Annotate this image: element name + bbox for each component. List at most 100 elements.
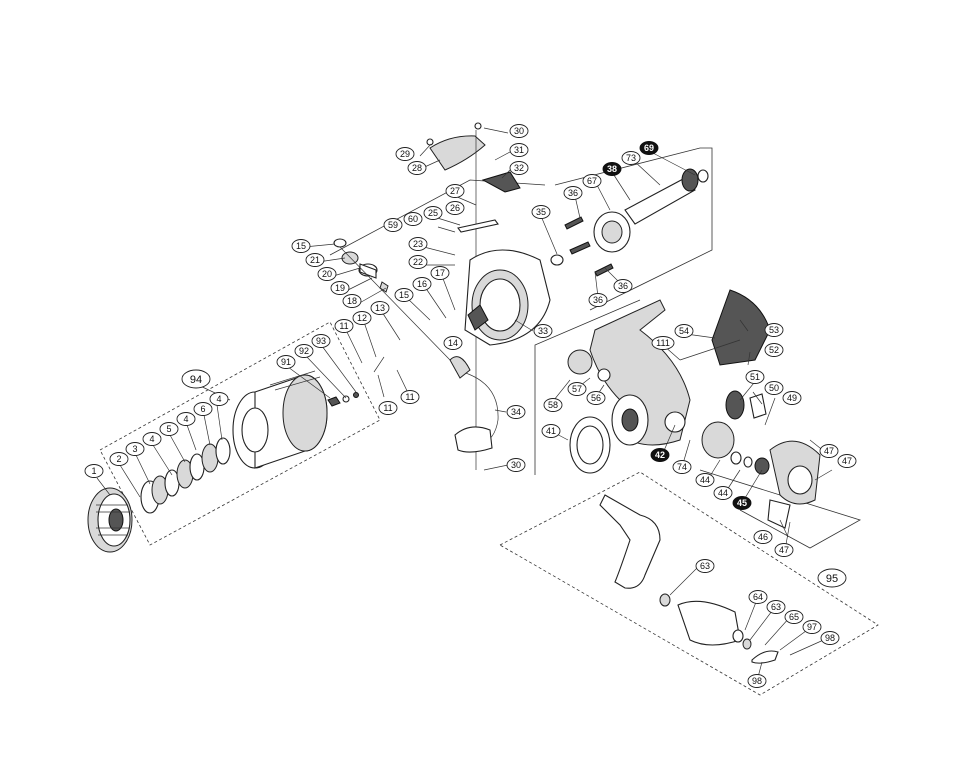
callout-65: 65 [784,610,804,624]
callout-14: 14 [443,336,463,350]
callout-35: 35 [531,205,551,219]
svg-text:15: 15 [296,241,306,251]
callout-19: 19 [330,281,350,295]
callout-67: 67 [582,174,602,188]
svg-text:17: 17 [435,268,445,278]
svg-text:64: 64 [753,592,763,602]
callout-53: 53 [764,323,784,337]
svg-text:98: 98 [825,633,835,643]
svg-text:29: 29 [400,149,410,159]
svg-text:4: 4 [216,394,221,404]
callout-20: 20 [317,267,337,281]
svg-text:94: 94 [190,374,202,386]
svg-text:30: 30 [511,460,521,470]
leader-lines [96,127,833,682]
svg-text:58: 58 [548,400,558,410]
callout-63a: 63 [695,559,715,573]
svg-text:50: 50 [769,383,779,393]
body-group-frame [534,299,641,475]
svg-text:47: 47 [842,456,852,466]
svg-text:44: 44 [700,475,710,485]
svg-text:57: 57 [572,384,582,394]
callout-73: 73 [621,151,641,165]
svg-text:3: 3 [132,444,137,454]
callout-6: 6 [193,402,213,416]
svg-text:53: 53 [769,325,779,335]
callout-32: 32 [509,161,529,175]
callout-group-95: 95 [817,568,847,588]
svg-text:13: 13 [375,303,385,313]
svg-text:49: 49 [787,393,797,403]
svg-text:22: 22 [413,257,423,267]
callout-4c: 4 [209,392,229,406]
line-roller-parts [333,219,499,361]
callout-111: 111 [651,336,675,350]
svg-text:91: 91 [281,357,291,367]
callout-4a: 4 [142,432,162,446]
svg-text:38: 38 [607,164,617,174]
drag-washer-stack [140,437,231,514]
callout-60: 60 [403,212,423,226]
callout-98b: 98 [747,674,767,688]
svg-text:47: 47 [824,446,834,456]
svg-text:30: 30 [514,126,524,136]
svg-text:73: 73 [626,153,636,163]
svg-text:4: 4 [183,414,188,424]
drive-gear [567,349,611,474]
svg-text:56: 56 [591,393,601,403]
callout-12: 12 [352,311,372,325]
callout-4b: 4 [176,412,196,426]
callout-29: 29 [395,147,415,161]
svg-text:4: 4 [149,434,154,444]
svg-text:98: 98 [752,676,762,686]
handle-arm [599,494,779,664]
callout-98a: 98 [820,631,840,645]
callout-23: 23 [408,237,428,251]
svg-text:69: 69 [644,143,654,153]
callout-38: 38 [602,162,622,176]
svg-text:41: 41 [546,426,556,436]
callout-44b: 44 [713,486,733,500]
callout-22: 22 [408,255,428,269]
bail-wire [449,356,499,453]
callout-56: 56 [586,391,606,405]
callout-97: 97 [802,620,822,634]
callout-58: 58 [543,398,563,412]
callout-11a: 11 [334,319,354,333]
svg-text:12: 12 [357,313,367,323]
callout-11c: 11 [400,390,420,404]
callout-25: 25 [423,206,443,220]
callout-42: 42 [650,448,670,462]
svg-text:67: 67 [587,176,597,186]
svg-text:23: 23 [413,239,423,249]
svg-text:15: 15 [399,290,409,300]
svg-text:11: 11 [405,392,414,402]
svg-text:28: 28 [412,163,422,173]
svg-text:5: 5 [166,424,171,434]
svg-text:1: 1 [91,466,96,476]
callout-15b: 15 [394,288,414,302]
spool-clicker [327,392,359,407]
callout-51: 51 [745,370,765,384]
callout-69: 69 [639,141,659,155]
svg-text:21: 21 [310,255,320,265]
callout-34: 34 [506,405,526,419]
svg-text:52: 52 [769,345,779,355]
callout-47a: 47 [819,444,839,458]
callout-33: 33 [533,324,553,338]
svg-text:36: 36 [568,188,578,198]
svg-text:97: 97 [807,622,817,632]
callout-49: 49 [782,391,802,405]
svg-text:31: 31 [514,145,524,155]
svg-text:74: 74 [677,462,687,472]
svg-text:26: 26 [450,203,460,213]
svg-text:25: 25 [428,208,438,218]
callout-92: 92 [294,344,314,358]
pinion-group-frame [554,147,713,311]
spool-drag-knob [87,487,133,553]
svg-text:65: 65 [789,612,799,622]
callout-50: 50 [764,381,784,395]
callout-46: 46 [753,530,773,544]
svg-text:16: 16 [417,279,427,289]
